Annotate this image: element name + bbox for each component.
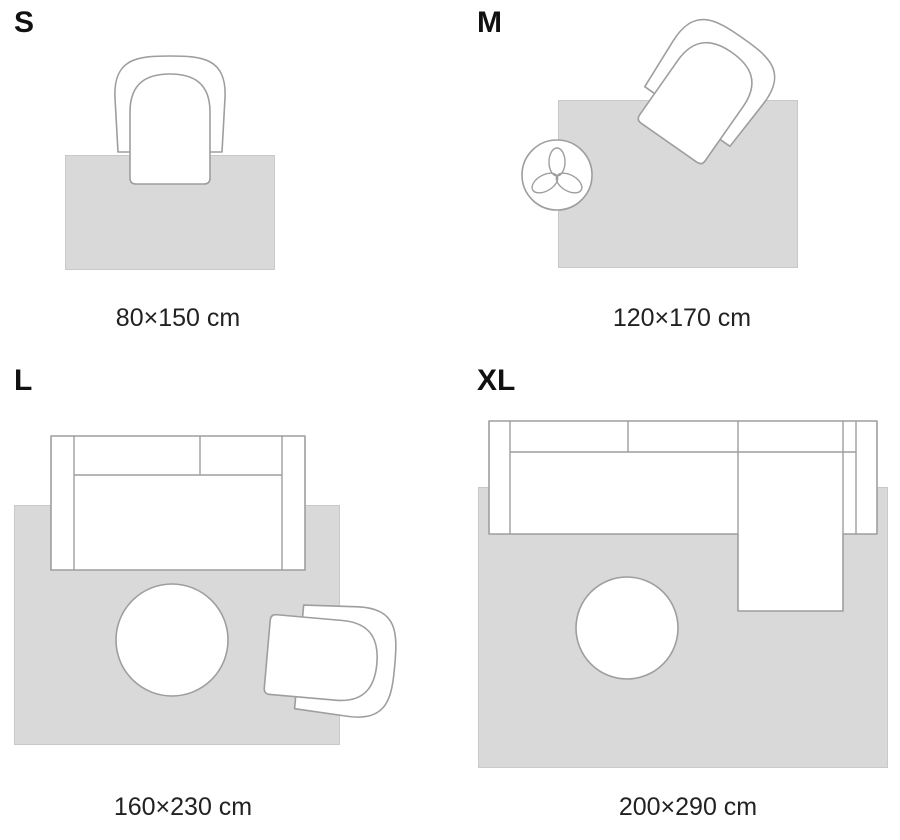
- sofa-icon: [50, 435, 306, 571]
- chair-icon: [114, 55, 226, 185]
- size-dimensions: 160×230 cm: [113, 793, 253, 821]
- coffee-table-icon: [115, 583, 229, 697]
- size-label: L: [14, 364, 33, 397]
- size-label: M: [477, 6, 502, 39]
- plant-icon: [521, 139, 593, 211]
- size-dimensions: 120×170 cm: [612, 304, 752, 332]
- round-table-icon: [575, 576, 679, 680]
- chair-icon: [637, 18, 776, 165]
- sectional-sofa-icon: [488, 420, 878, 612]
- armchair-icon: [263, 604, 397, 718]
- size-label: XL: [477, 364, 516, 397]
- size-label: S: [14, 6, 35, 39]
- size-dimensions: 200×290 cm: [618, 793, 758, 821]
- rug: [65, 155, 275, 270]
- size-dimensions: 80×150 cm: [115, 304, 241, 332]
